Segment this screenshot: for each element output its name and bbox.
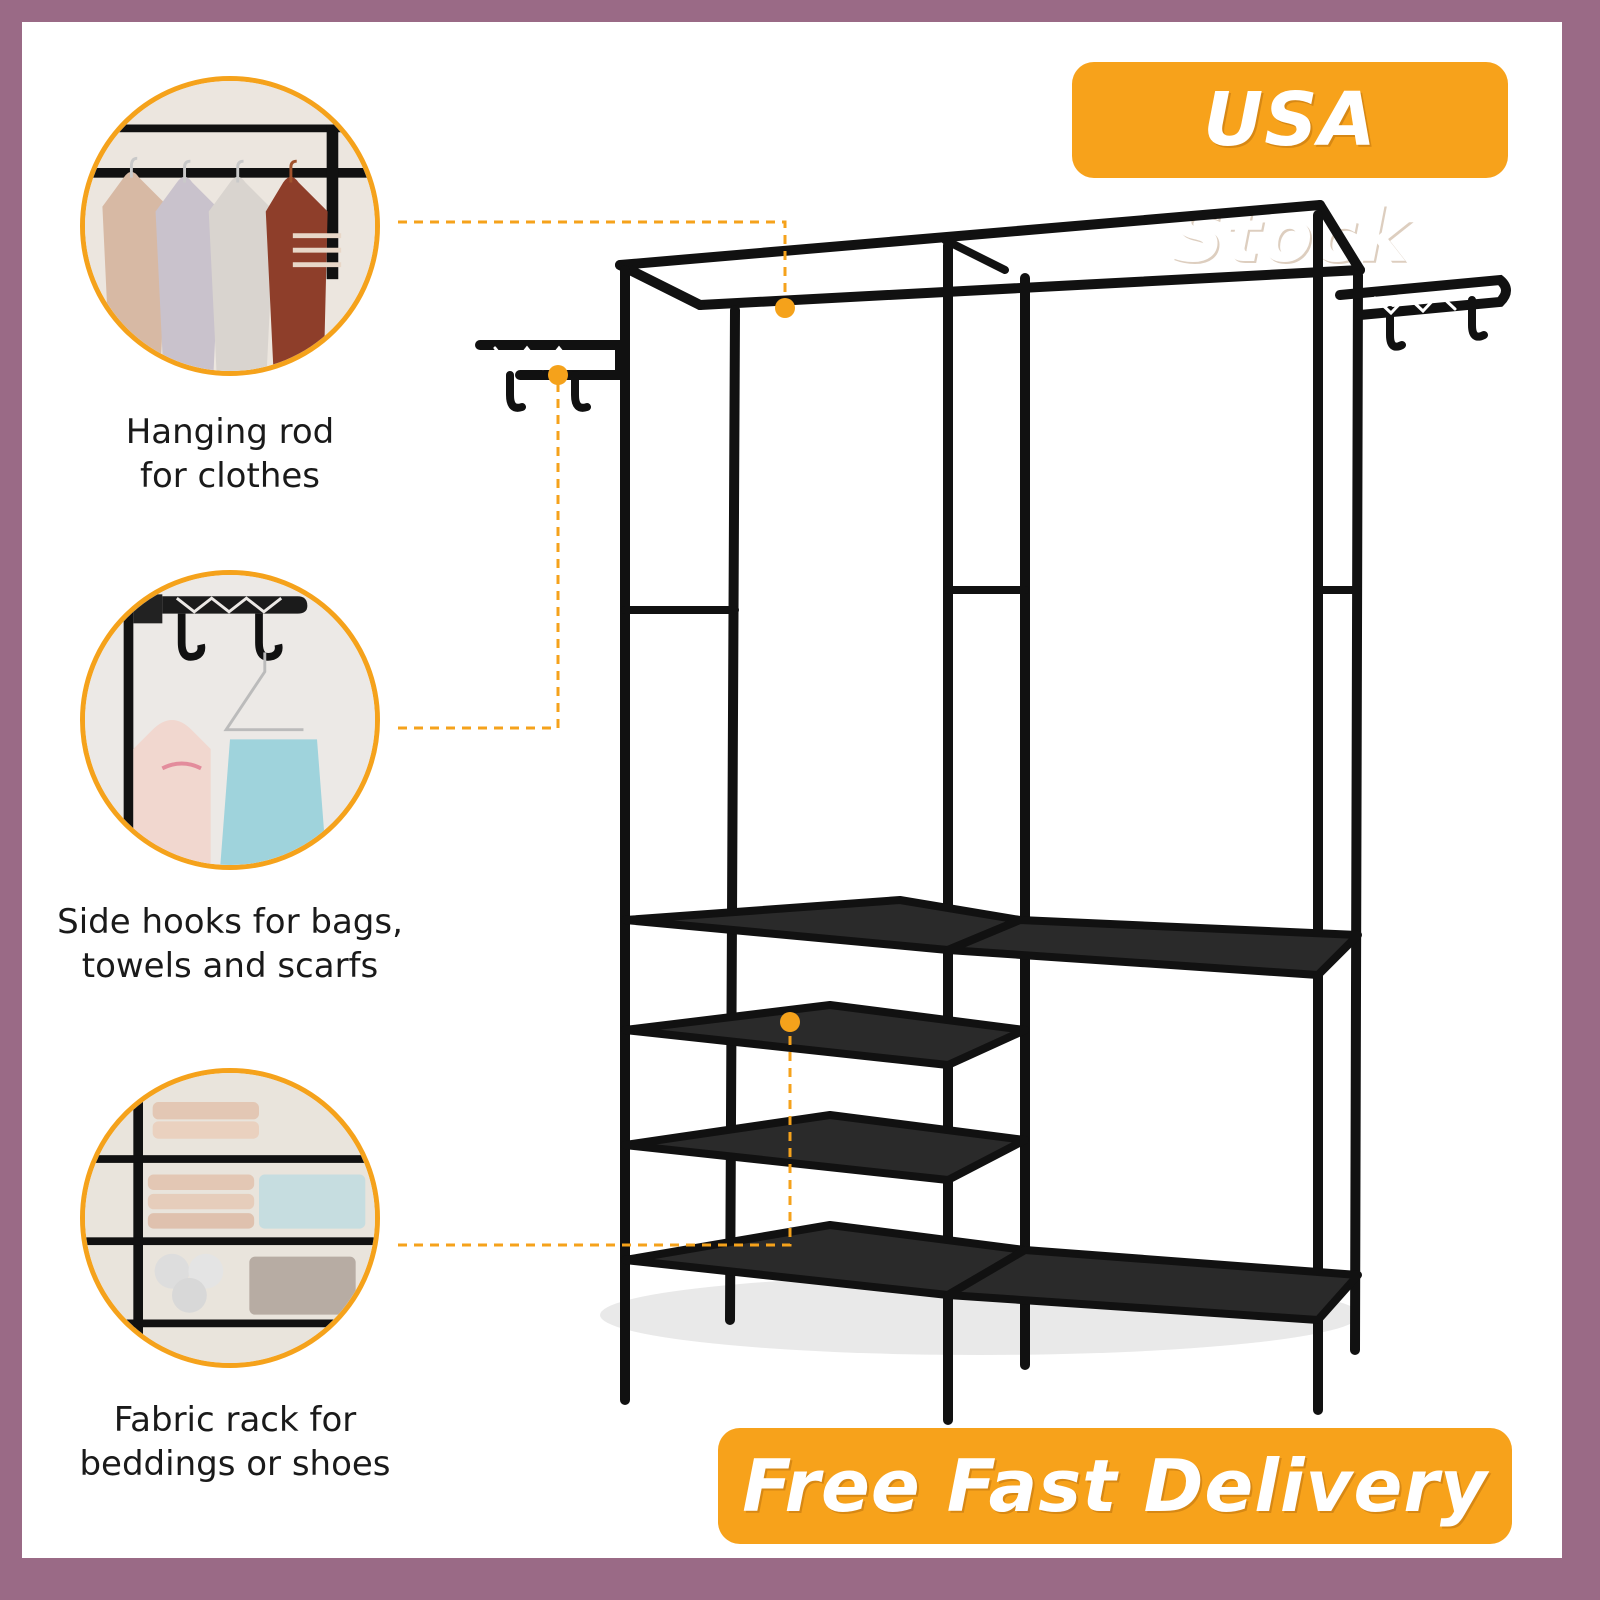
caption-line: towels and scarfs xyxy=(81,946,379,986)
shelf-bottom-left xyxy=(621,1221,1029,1299)
free-delivery-badge: Free Fast Delivery xyxy=(718,1428,1512,1544)
product-image-frame: USA Stock Free Fast Delivery Hanging rod… xyxy=(22,22,1562,1558)
shelf-2 xyxy=(621,1001,1029,1069)
feature-caption-side-hooks: Side hooks for bags, towels and scarfs xyxy=(40,900,420,988)
usa-stock-label: USA Stock xyxy=(1171,77,1409,279)
shelf-top-right xyxy=(944,916,1362,979)
callout-line-hanging-rod xyxy=(398,220,787,305)
callout-dot-fabric-rack xyxy=(780,1012,800,1032)
hanging-clothes-photo-icon xyxy=(80,76,380,376)
caption-line: for clothes xyxy=(139,456,320,496)
fabric-shelves-photo-icon xyxy=(80,1068,380,1368)
usa-stock-badge: USA Stock xyxy=(1072,62,1508,279)
feature-caption-hanging-rod: Hanging rod for clothes xyxy=(60,410,400,498)
caption-line: Fabric rack for xyxy=(113,1400,357,1440)
product-scene: USA Stock Free Fast Delivery Hanging rod… xyxy=(22,22,1562,1558)
callout-dot-side-hooks xyxy=(548,365,568,385)
feature-caption-fabric-rack: Fabric rack for beddings or shoes xyxy=(60,1398,410,1486)
fabric-shelves-illustration xyxy=(85,1073,375,1363)
callout-dot-hanging-rod xyxy=(775,298,795,318)
caption-line: Side hooks for bags, xyxy=(57,902,403,942)
side-hooks-illustration xyxy=(85,575,375,865)
side-hooks-photo-icon xyxy=(80,570,380,870)
hanging-clothes-illustration xyxy=(85,81,375,371)
callout-line-side-hooks xyxy=(398,378,560,730)
caption-line: Hanging rod xyxy=(125,412,335,452)
caption-line: beddings or shoes xyxy=(79,1444,391,1484)
shelf-3 xyxy=(621,1111,1029,1184)
shelf-bottom-right xyxy=(944,1246,1362,1324)
shelf-top-left xyxy=(621,896,1024,954)
free-delivery-label: Free Fast Delivery xyxy=(742,1444,1488,1528)
callout-line-fabric-rack xyxy=(398,1025,792,1247)
floor-shadow xyxy=(600,1275,1360,1355)
